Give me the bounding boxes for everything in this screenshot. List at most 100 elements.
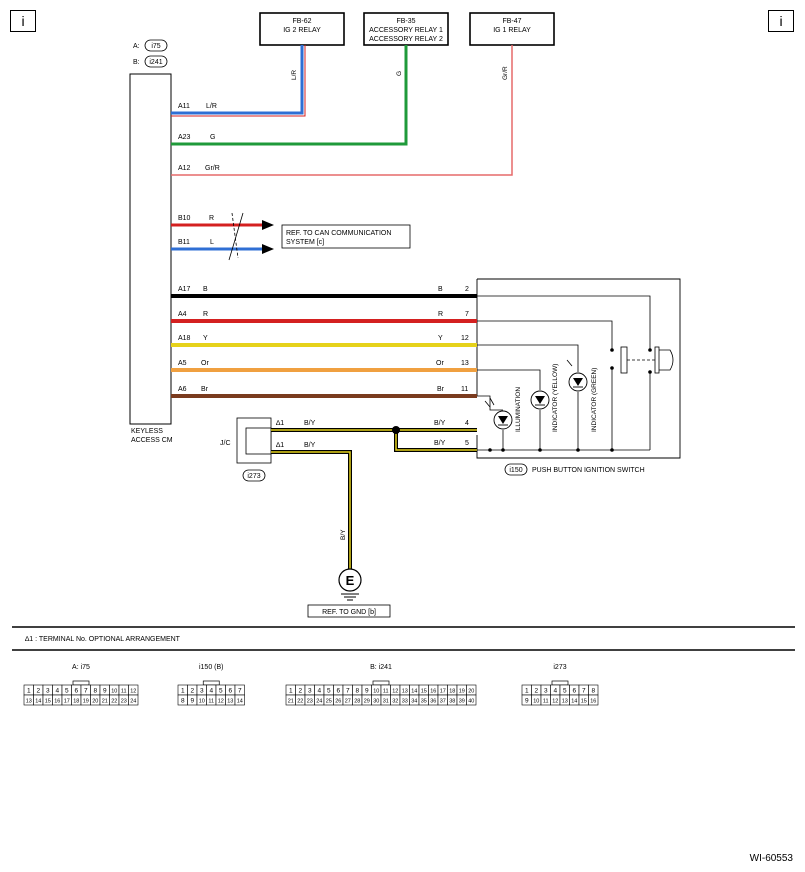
connector-pin-number: 7 bbox=[238, 688, 242, 695]
connector-pin-number: 14 bbox=[237, 699, 243, 705]
wire-color-label: B bbox=[438, 286, 443, 293]
connector-pin-number: 20 bbox=[92, 699, 98, 705]
connector-pin-number: 21 bbox=[102, 699, 108, 705]
connector-pin-number: 5 bbox=[219, 688, 223, 695]
wire-color-label: R bbox=[203, 311, 208, 318]
optional-mark: ∆1 bbox=[276, 442, 284, 449]
wire-color-label: Br bbox=[201, 386, 209, 393]
connector-pin-number: 6 bbox=[74, 688, 78, 695]
wire-color-label: L/R bbox=[206, 103, 217, 110]
connector-pin-number: 16 bbox=[430, 689, 436, 695]
ground-wire-5 bbox=[394, 430, 477, 452]
connector-pin-number: 12 bbox=[552, 699, 558, 705]
connector-pin-number: 4 bbox=[55, 688, 59, 695]
connector-pin-number: 17 bbox=[440, 689, 446, 695]
connector-pin-number: 30 bbox=[373, 699, 379, 705]
connector-pin-number: 13 bbox=[402, 689, 408, 695]
relay-name: IG 2 RELAY bbox=[283, 27, 321, 34]
jc-connector-id: i273 bbox=[247, 473, 260, 480]
relay-name: IG 1 RELAY bbox=[493, 27, 531, 34]
relay-wire-label: G bbox=[396, 71, 403, 76]
twisted-pair-mark bbox=[231, 212, 239, 259]
connector-pin-number: 6 bbox=[336, 688, 340, 695]
connector-pin-number: 6 bbox=[572, 688, 576, 695]
connector-pin-number: 10 bbox=[111, 689, 117, 695]
lamp-indicator-yellow bbox=[530, 390, 550, 410]
connector-pin-number: 7 bbox=[84, 688, 88, 695]
connector-pin-number: 13 bbox=[227, 699, 233, 705]
connector-pin-number: 4 bbox=[553, 688, 557, 695]
switch-pin-label: 7 bbox=[465, 311, 469, 318]
connector-pin-number: 18 bbox=[449, 689, 455, 695]
wire-color-label: Or bbox=[201, 360, 209, 367]
junction-dots bbox=[488, 348, 652, 452]
wire-color-label: G bbox=[210, 134, 215, 141]
svg-text:E: E bbox=[346, 573, 355, 588]
connector-pin-number: 24 bbox=[316, 699, 322, 705]
connector-pin-number: 1 bbox=[525, 688, 529, 695]
pin-label: A12 bbox=[178, 165, 191, 172]
wire-color-label: Y bbox=[203, 335, 208, 342]
connector-pin-number: 33 bbox=[402, 699, 408, 705]
module-name-line2: ACCESS CM bbox=[131, 437, 173, 444]
can-ref-line2: SYSTEM [c] bbox=[286, 239, 324, 246]
ground-wire-main bbox=[271, 450, 352, 570]
connector-pin-number: 15 bbox=[581, 699, 587, 705]
connector-pin-number: 1 bbox=[181, 688, 185, 695]
lamp-label: INDICATOR (YELLOW) bbox=[552, 364, 559, 432]
pin-label: A23 bbox=[178, 134, 191, 141]
connector-pin-number: 7 bbox=[582, 688, 586, 695]
relay-wire-label: Gr/R bbox=[502, 66, 509, 80]
connector-key bbox=[372, 680, 390, 686]
switch-housing bbox=[476, 278, 681, 459]
connector-cell bbox=[466, 694, 477, 706]
connector-pin-number: 10 bbox=[199, 699, 205, 705]
connector-pin-number: 35 bbox=[421, 699, 427, 705]
connector-pin-number: 28 bbox=[354, 699, 360, 705]
connector-pin-number: 24 bbox=[130, 699, 136, 705]
connector-pin-number: 3 bbox=[46, 688, 50, 695]
connector-a-id: i75 bbox=[151, 43, 160, 50]
connector-pin-number: 27 bbox=[345, 699, 351, 705]
connector-pin-number: 4 bbox=[209, 688, 213, 695]
relay-wire-label: L/R bbox=[291, 70, 298, 80]
connector-pin-number: 1 bbox=[289, 688, 293, 695]
connector-pin-number: 18 bbox=[73, 699, 79, 705]
info-marker-right: i bbox=[768, 10, 794, 32]
connector-pin-number: 2 bbox=[190, 688, 194, 695]
pin-label: A18 bbox=[178, 335, 191, 342]
gnd-ref-label: REF. TO GND [b] bbox=[322, 609, 376, 616]
lamp-label: ILLUMINATION bbox=[515, 387, 522, 432]
switch-name: PUSH BUTTON IGNITION SWITCH bbox=[532, 467, 645, 474]
switch-pin-label: 12 bbox=[461, 335, 469, 342]
connector-pin-number: 32 bbox=[392, 699, 398, 705]
connector-pin-number: 5 bbox=[327, 688, 331, 695]
connector-pin-number: 15 bbox=[421, 689, 427, 695]
connector-face-title: i273 bbox=[553, 664, 566, 671]
wire-color-label: B/Y bbox=[304, 420, 316, 427]
optional-mark: ∆1 bbox=[276, 420, 284, 427]
jc-inner bbox=[245, 427, 272, 455]
connector-pin-number: 16 bbox=[590, 699, 596, 705]
connector-pin-number: 10 bbox=[373, 689, 379, 695]
wire-color-label: L bbox=[210, 239, 214, 246]
jc-label: J/C bbox=[220, 440, 231, 447]
can-ref-line1: REF. TO CAN COMMUNICATION bbox=[286, 230, 391, 237]
switch-pin-label: 5 bbox=[465, 440, 469, 447]
connector-pin-number: 8 bbox=[181, 698, 185, 705]
wire-color-label: B/Y bbox=[434, 440, 446, 447]
connector-pin-number: 22 bbox=[297, 699, 303, 705]
connector-pin-number: 20 bbox=[468, 689, 474, 695]
pin-label: A17 bbox=[178, 286, 191, 293]
wire-b10 bbox=[171, 220, 274, 230]
connector-pin-number: 26 bbox=[335, 699, 341, 705]
switch-connector-badge bbox=[504, 463, 528, 476]
connector-pin-number: 13 bbox=[562, 699, 568, 705]
connector-pin-number: 9 bbox=[190, 698, 194, 705]
pin-label: B10 bbox=[178, 215, 191, 222]
figure-id: WI-60553 bbox=[749, 853, 793, 864]
connector-key bbox=[72, 680, 90, 686]
wire-color-label: Y bbox=[438, 335, 443, 342]
connector-pin-number: 19 bbox=[459, 689, 465, 695]
connector-a-prefix: A: bbox=[133, 43, 140, 50]
